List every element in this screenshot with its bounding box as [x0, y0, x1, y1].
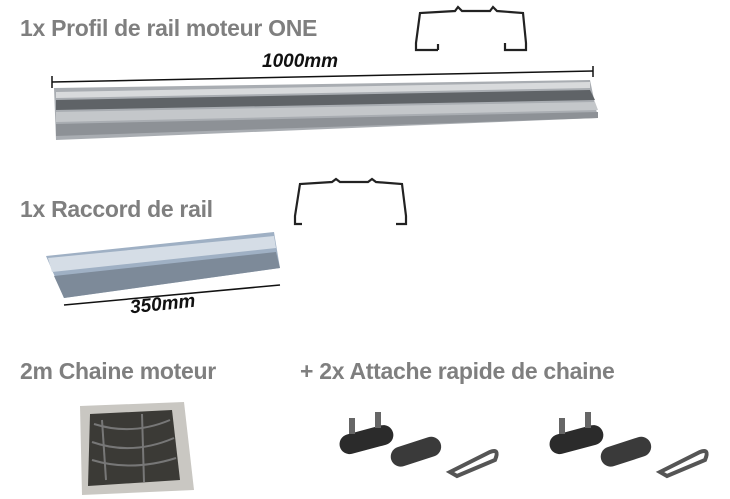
rail-profile-title: 1x Profil de rail moteur ONE: [20, 15, 318, 41]
rail-profile-cross-section-icon: [414, 5, 528, 52]
chain-quick-link-set-1: [339, 412, 499, 479]
spring-clip-icon: [445, 449, 499, 479]
chain-quick-link-set-2: [549, 412, 709, 479]
chain-bag-photo: [80, 402, 194, 495]
master-link-icon: [339, 412, 394, 455]
link-plate-icon: [390, 436, 442, 467]
rail-connector-title: 1x Raccord de rail: [20, 196, 213, 222]
chain-title: 2m Chaine moteur: [20, 358, 216, 384]
rail-connector-photo: [46, 232, 281, 306]
rail-connector-cross-section-icon: [293, 177, 408, 226]
quick-link-title: + 2x Attache rapide de chaine: [300, 358, 615, 384]
master-link-icon: [549, 412, 604, 455]
spring-clip-icon: [655, 449, 709, 479]
rail-profile-photo: [51, 66, 598, 140]
rail-length-label: 1000mm: [262, 51, 339, 72]
link-plate-icon: [600, 436, 652, 467]
